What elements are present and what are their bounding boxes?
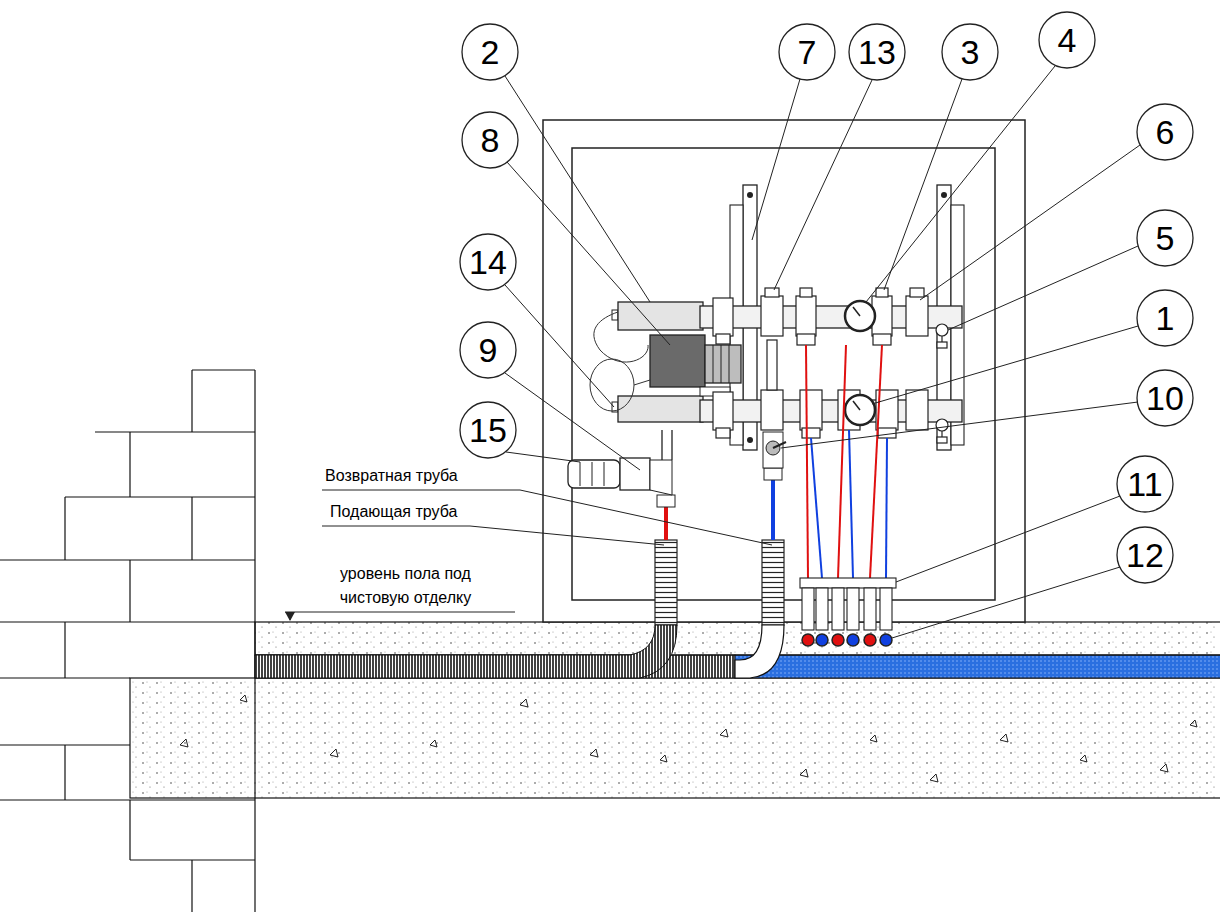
callout-number: 4 <box>1042 20 1092 60</box>
leader-line <box>285 66 1140 638</box>
callout-number: 12 <box>1120 535 1170 575</box>
pipe-nut <box>657 495 675 507</box>
pump-cable <box>590 312 650 411</box>
supply-conduit-bend <box>255 625 677 678</box>
mixing-unit-tube <box>618 302 703 330</box>
concrete-slab <box>130 678 1220 798</box>
callout-number: 10 <box>1140 378 1190 418</box>
circuit-pipes <box>806 345 887 578</box>
callout-number: 14 <box>463 242 513 282</box>
callout-number: 6 <box>1140 112 1190 152</box>
level-arrow <box>285 612 295 621</box>
pipe-nut <box>764 468 782 480</box>
callout-number: 5 <box>1140 218 1190 258</box>
valve-elbow <box>650 460 672 495</box>
flowmeter <box>767 340 777 390</box>
thermometer-gauge <box>845 301 875 425</box>
blue-insulation-band <box>735 655 1220 678</box>
corrugated-conduit <box>655 540 677 625</box>
ball-valve <box>763 432 783 468</box>
callout-number: 13 <box>852 32 902 72</box>
air-vent <box>612 310 618 320</box>
callout-number: 1 <box>1140 298 1190 338</box>
callout-number: 11 <box>1120 464 1170 504</box>
mixing-unit-tube <box>618 396 703 422</box>
return-conduit-bend <box>735 625 784 678</box>
callout-number: 9 <box>463 330 513 370</box>
cabinet-inner <box>572 148 995 600</box>
pipe-label: Подающая труба <box>330 501 520 523</box>
aggregate-marks <box>180 695 1197 782</box>
valve-body <box>620 458 650 490</box>
pipe-guide <box>800 578 896 630</box>
thermostatic-head <box>568 460 620 488</box>
callout-circle <box>460 12 1193 583</box>
brick-wall <box>0 370 255 912</box>
corrugated-conduit <box>762 540 784 625</box>
pipe-ends <box>802 634 892 646</box>
callout-number: 15 <box>463 410 513 450</box>
callout-number: 8 <box>465 120 515 160</box>
pipe-label: Возвратная труба <box>325 465 525 487</box>
callout-number: 2 <box>465 32 515 72</box>
manifold-valves <box>713 288 928 345</box>
callout-number: 3 <box>945 32 995 72</box>
callout-number: 7 <box>782 32 832 72</box>
circulation-pump <box>650 335 741 396</box>
floor-level-note: уровень пола под чистовую отделку <box>318 562 493 610</box>
floor-screed <box>255 622 1220 655</box>
